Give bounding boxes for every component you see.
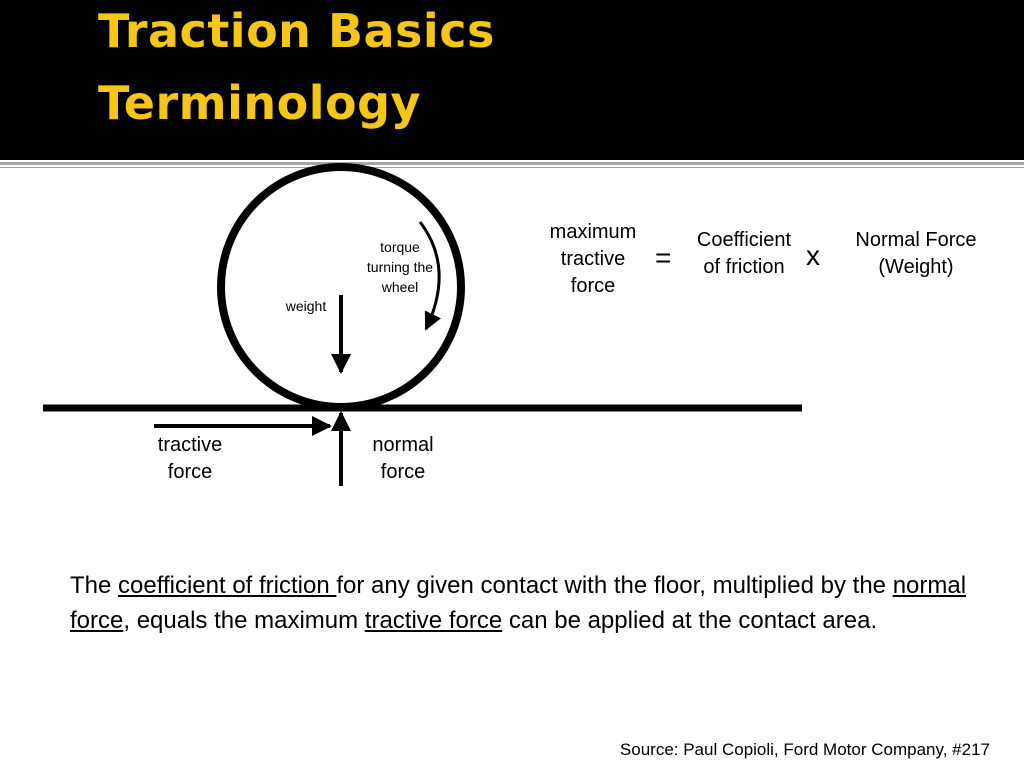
equation-lhs: maximum tractive force [533, 219, 653, 300]
tractive-force-label-line: force [167, 461, 213, 483]
slide-title-line-2: Terminology [98, 76, 421, 130]
term-coefficient-of-friction: coefficient of friction [118, 572, 337, 599]
slide-title-line-1: Traction Basics [98, 4, 495, 58]
paragraph-text: The [70, 572, 119, 599]
equation-lhs-line: force [570, 275, 616, 297]
torque-label-line: torque [380, 239, 420, 255]
equation-lhs-line: maximum [549, 221, 637, 243]
coefficient-term-line: of friction [703, 256, 785, 278]
term-normal-force: normal force [70, 572, 967, 634]
torque-label-line: turning the [366, 259, 434, 275]
source-citation: Source: Paul Copioli, Ford Motor Company… [619, 740, 990, 759]
paragraph-text: , equals the maximum [123, 607, 365, 634]
torque-label-line: wheel [381, 279, 419, 295]
weight-label: weight [285, 298, 327, 314]
normal-force-term: Normal Force (Weight) [838, 227, 994, 281]
coefficient-of-friction-term: Coefficient of friction [684, 227, 804, 281]
normal-force-label-line: normal [372, 434, 434, 456]
coefficient-term-line: Coefficient [696, 229, 792, 251]
torque-label: torque turning the wheel [352, 237, 448, 297]
normal-force-term-line: (Weight) [878, 256, 954, 278]
normal-force-label-line: force [380, 461, 426, 483]
equals-sign: = [655, 242, 672, 273]
paragraph-text: can be applied at the contact area. [502, 607, 878, 634]
divider-rule-thin [0, 167, 1024, 168]
multiply-sign: x [806, 240, 820, 271]
title-bar: Traction Basics Terminology [0, 0, 1024, 160]
tractive-force-label: tractive force [140, 432, 240, 486]
paragraph-text: for any given contact with the floor, mu… [336, 572, 893, 599]
normal-force-term-line: Normal Force [855, 229, 977, 251]
divider-rule [0, 162, 1024, 165]
tractive-force-label-line: tractive [157, 434, 223, 456]
term-tractive-force: tractive force [364, 607, 503, 634]
explanation-paragraph: The coefficient of friction for any give… [70, 568, 980, 638]
torque-arrow [418, 221, 442, 331]
equation-lhs-line: tractive [560, 248, 626, 270]
normal-force-label: normal force [353, 432, 453, 486]
